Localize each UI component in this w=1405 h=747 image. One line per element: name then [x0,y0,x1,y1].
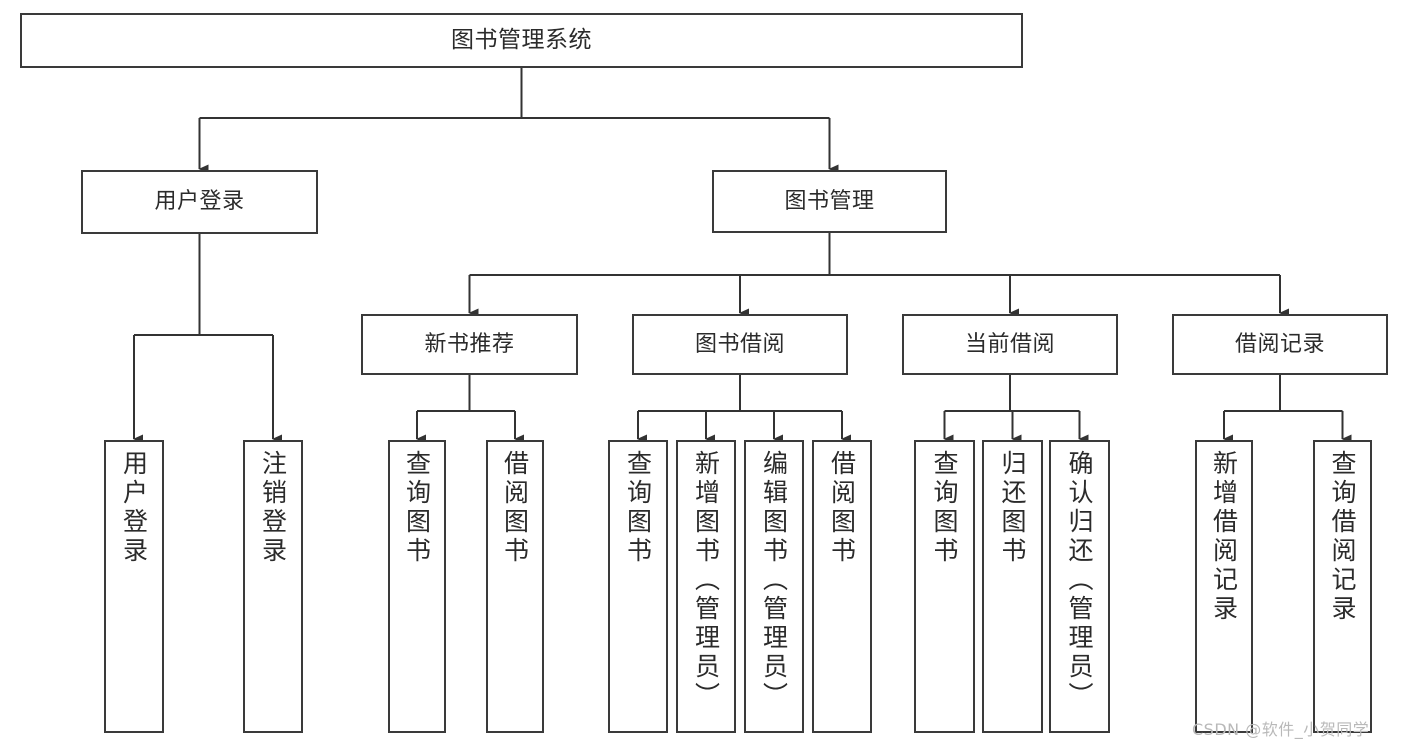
node-leaf-borrow-book-2[interactable]: 借阅图书 [812,440,872,733]
node-label: 归还图书 [998,450,1027,566]
node-root[interactable]: 图书管理系统 [20,13,1023,68]
node-label: 图书管理系统 [451,27,592,54]
node-new-book-rec[interactable]: 新书推荐 [361,314,578,375]
node-label: 编辑图书（管理员） [759,450,789,711]
node-label: 用户登录 [119,450,149,566]
node-leaf-query-record[interactable]: 查询借阅记录 [1313,440,1372,733]
node-label: 查询图书 [930,450,959,566]
node-label: 借阅记录 [1234,331,1325,357]
node-leaf-user-login[interactable]: 用户登录 [104,440,164,733]
node-book-borrow[interactable]: 图书借阅 [632,314,848,375]
node-label: 用户登录 [154,189,245,215]
node-label: 确认归还（管理员） [1065,450,1094,711]
node-leaf-edit-book[interactable]: 编辑图书（管理员） [744,440,804,733]
node-label: 注销登录 [258,450,288,566]
node-leaf-query-book-2[interactable]: 查询图书 [608,440,668,733]
node-label: 借阅图书 [827,450,857,566]
node-borrow-record[interactable]: 借阅记录 [1172,314,1388,375]
node-leaf-add-book[interactable]: 新增图书（管理员） [676,440,736,733]
node-label: 图书借阅 [694,331,785,357]
node-label: 新增图书（管理员） [691,450,721,711]
node-leaf-borrow-book-1[interactable]: 借阅图书 [486,440,544,733]
node-book-manage[interactable]: 图书管理 [712,170,947,233]
connector-group [132,68,1352,444]
node-label: 借阅图书 [500,450,530,566]
node-label: 图书管理 [784,188,875,214]
node-leaf-query-book-1[interactable]: 查询图书 [388,440,446,733]
node-label: 查询图书 [402,450,432,566]
node-leaf-confirm-return[interactable]: 确认归还（管理员） [1049,440,1110,733]
node-label: 新增借阅记录 [1209,450,1239,624]
node-label: 查询图书 [623,450,653,566]
watermark: CSDN @软件_小贺同学 [1192,720,1370,739]
node-user-login[interactable]: 用户登录 [81,170,318,234]
node-label: 当前借阅 [964,331,1055,357]
node-leaf-user-logout[interactable]: 注销登录 [243,440,303,733]
node-label: 新书推荐 [424,331,515,357]
node-current-borrow[interactable]: 当前借阅 [902,314,1118,375]
node-leaf-return-book[interactable]: 归还图书 [982,440,1043,733]
node-leaf-add-record[interactable]: 新增借阅记录 [1195,440,1253,733]
node-leaf-query-book-3[interactable]: 查询图书 [914,440,975,733]
node-label: 查询借阅记录 [1328,450,1357,624]
